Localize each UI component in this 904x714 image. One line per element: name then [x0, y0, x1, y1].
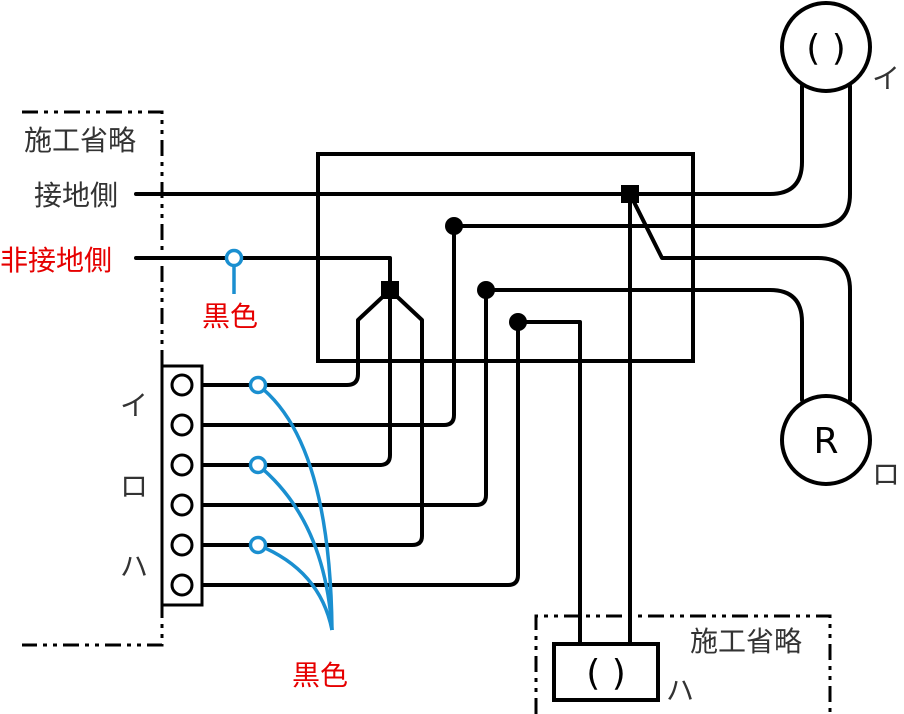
- wire-grounded-to-lamp-r: [628, 192, 852, 402]
- terminal-i-1: [170, 373, 194, 397]
- ungrounded-side-label: 非接地側: [0, 244, 112, 277]
- lamp-i-label: イ: [872, 62, 900, 95]
- outlet-ha-label: ハ: [666, 674, 694, 707]
- lamp-r-symbol: R: [813, 421, 838, 462]
- terminal-ro-1: [170, 453, 194, 477]
- wire-to-lamp-i-left: [628, 84, 804, 196]
- black-color-label-bottom: 黒色: [292, 659, 348, 692]
- lamp-i-symbol: ( ): [806, 28, 846, 69]
- lamp-i: [780, 1, 872, 93]
- marker-ring-3: [248, 535, 268, 555]
- terminal-label-ha: ハ: [120, 550, 148, 583]
- omitted-label-bottom: 施工省略: [690, 625, 802, 658]
- wire-ungrounded-main: [134, 256, 392, 292]
- marker-ring-2: [248, 455, 268, 475]
- grounded-side-label: 接地側: [34, 179, 118, 212]
- wires: [134, 84, 852, 646]
- wire-ungrounded-fork-down: [180, 288, 392, 467]
- marker-ring-1: [248, 375, 268, 395]
- marker-curve-1: [256, 383, 334, 631]
- node-dot-lamp-i: [445, 217, 463, 235]
- node-dot-lamp-r: [477, 281, 495, 299]
- node-square-grounded: [621, 185, 639, 203]
- switch-terminal-block: [160, 364, 204, 607]
- lamp-r: [780, 394, 872, 486]
- terminal-ro-2: [170, 493, 194, 517]
- wire-ungrounded-fork-left: [180, 288, 392, 387]
- outlet-ha: [552, 642, 660, 702]
- marker-curve-2: [256, 463, 334, 631]
- omitted-boundary-bottom: [534, 614, 832, 714]
- node-dot-outlet: [509, 313, 527, 331]
- terminal-label-i: イ: [120, 389, 148, 422]
- marker-curve-3: [257, 543, 334, 631]
- switch-terminals: [170, 373, 194, 597]
- terminal-ha-1: [170, 533, 194, 557]
- outlet-ha-symbol: ( ): [586, 653, 626, 694]
- node-square-ungrounded: [381, 281, 399, 299]
- wire-return-lamp-r: [180, 288, 804, 507]
- wire-ungrounded-fork-right: [180, 288, 424, 547]
- marker-top-ring: [224, 248, 244, 268]
- black-color-label-top: 黒色: [202, 300, 258, 333]
- omitted-label-left: 施工省略: [24, 124, 136, 157]
- terminal-ha-2: [170, 573, 194, 597]
- black-wire-markers: [224, 248, 334, 631]
- terminal-i-2: [170, 413, 194, 437]
- wire-return-outlet: [180, 320, 582, 646]
- lamp-r-label: ロ: [872, 458, 900, 491]
- terminal-label-ro: ロ: [120, 470, 148, 503]
